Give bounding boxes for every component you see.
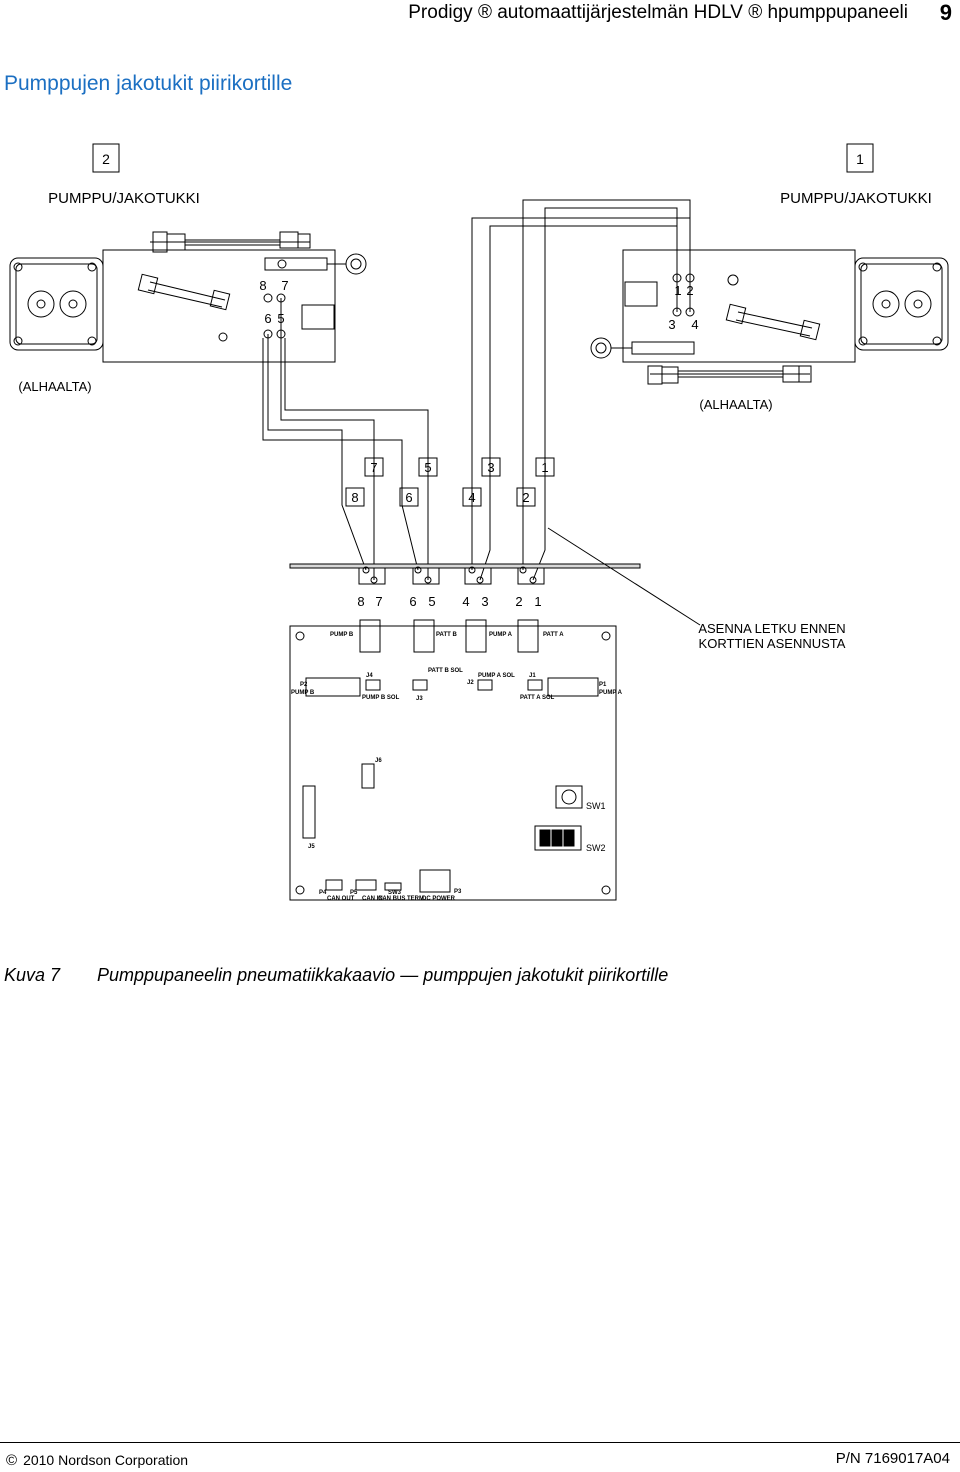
- right-manifold-number: 1: [856, 151, 864, 167]
- left-manifold-drawing: [9, 231, 367, 363]
- tube-3: [479, 225, 678, 581]
- tube-8: [267, 334, 367, 571]
- board-port-number: 8: [357, 594, 364, 609]
- tube-label: 3: [487, 460, 494, 475]
- board-label: P1: [599, 682, 607, 688]
- board-port-number: 6: [409, 594, 416, 609]
- board-port-number: 5: [428, 594, 435, 609]
- board-label: J3: [416, 696, 423, 702]
- tube-label: 7: [370, 460, 377, 475]
- board-label: DC POWER: [422, 896, 456, 902]
- tube-label: 2: [522, 490, 529, 505]
- board-label: CAN IN: [362, 896, 383, 902]
- right-manifold-label: PUMPPU/JAKOTUKKI: [780, 190, 932, 207]
- board-port-number: 4: [462, 594, 469, 609]
- board-label: PUMP B: [291, 690, 315, 696]
- left-port-label: 7: [281, 278, 288, 293]
- board-label: CAN OUT: [327, 896, 355, 902]
- board-label: PUMP B SOL: [362, 695, 400, 701]
- pneumatic-diagram: 2 1 PUMPPU/JAKOTUKKI PUMPPU/JAKOTUKKI (A…: [9, 143, 949, 902]
- tube-4: [471, 217, 691, 570]
- bracket-strip: [289, 563, 641, 569]
- callout-line: ASENNA LETKU ENNEN: [698, 621, 845, 636]
- footer-divider: [0, 1442, 960, 1443]
- board-label: PATT A: [543, 632, 564, 638]
- board-label: P5: [350, 890, 358, 896]
- tube-5: [284, 338, 429, 580]
- left-port-label: 6: [264, 311, 271, 326]
- footer-part-number: P/N 7169017A04: [835, 1450, 950, 1467]
- footer-copyright: © 2010 Nordson Corporation: [6, 1452, 188, 1469]
- tube-2: [522, 199, 691, 570]
- board-label: PATT A SOL: [520, 695, 555, 701]
- circuit-board: [289, 619, 617, 901]
- callout-leader: [547, 527, 701, 626]
- board-label: P3: [454, 889, 462, 895]
- document-header-title: Prodigy ® automaattijärjestelmän HDLV ® …: [408, 2, 908, 23]
- figure-caption-label: Kuva 7: [4, 965, 61, 985]
- board-label: J5: [308, 844, 315, 850]
- callout-line: KORTTIEN ASENNUSTA: [699, 636, 846, 651]
- tube-label: 5: [424, 460, 431, 475]
- board-label: PUMP A: [599, 690, 623, 696]
- right-port-label: 2: [686, 283, 693, 298]
- left-manifold-view: (ALHAALTA): [18, 379, 91, 394]
- figure-caption-text: Pumppupaneelin pneumatiikkakaavio — pump…: [97, 965, 669, 985]
- board-label: CAN BUS TERM: [378, 896, 424, 902]
- board-fittings: [358, 566, 545, 585]
- right-port-label: 4: [691, 317, 698, 332]
- right-port-label: 3: [668, 317, 675, 332]
- board-label-sw2: SW2: [586, 843, 606, 853]
- section-title: Pumppujen jakotukit piirikortille: [4, 72, 293, 95]
- board-port-number: 2: [515, 594, 522, 609]
- board-label: P4: [319, 890, 327, 896]
- tube-label: 8: [351, 490, 358, 505]
- board-port-number: 1: [534, 594, 541, 609]
- board-label: PUMP B: [330, 632, 354, 638]
- tube-7: [280, 298, 375, 580]
- board-port-number: 7: [375, 594, 382, 609]
- tube-1: [532, 207, 678, 581]
- board-label: PUMP A: [489, 632, 513, 638]
- left-manifold-number: 2: [102, 151, 110, 167]
- right-manifold-number-box: [846, 143, 874, 173]
- right-manifold-drawing: [590, 249, 949, 385]
- board-label: J2: [467, 680, 474, 686]
- left-port-label: 8: [259, 278, 266, 293]
- right-manifold-view: (ALHAALTA): [699, 397, 772, 412]
- board-label: PUMP A SOL: [478, 673, 515, 679]
- right-port-label: 1: [674, 283, 681, 298]
- left-manifold-label: PUMPPU/JAKOTUKKI: [48, 190, 200, 207]
- board-label: P2: [300, 682, 308, 688]
- board-label: PATT B SOL: [428, 668, 463, 674]
- tube-label: 6: [405, 490, 412, 505]
- page-number: 9: [939, 0, 952, 25]
- copyright-text: 2010 Nordson Corporation: [23, 1452, 189, 1468]
- board-label: PATT B: [436, 632, 457, 638]
- left-port-label: 5: [277, 311, 284, 326]
- board-label: J6: [375, 758, 382, 764]
- board-label: J4: [366, 673, 373, 679]
- tube-label: 1: [541, 460, 548, 475]
- tube-6: [262, 338, 419, 571]
- board-label: J1: [529, 673, 536, 679]
- board-label-sw1: SW1: [586, 801, 606, 811]
- copyright-icon: ©: [6, 1452, 18, 1469]
- board-label: SW3: [388, 890, 402, 896]
- tube-label: 4: [468, 490, 475, 505]
- board-port-number: 3: [481, 594, 488, 609]
- left-manifold-number-box: [92, 143, 120, 173]
